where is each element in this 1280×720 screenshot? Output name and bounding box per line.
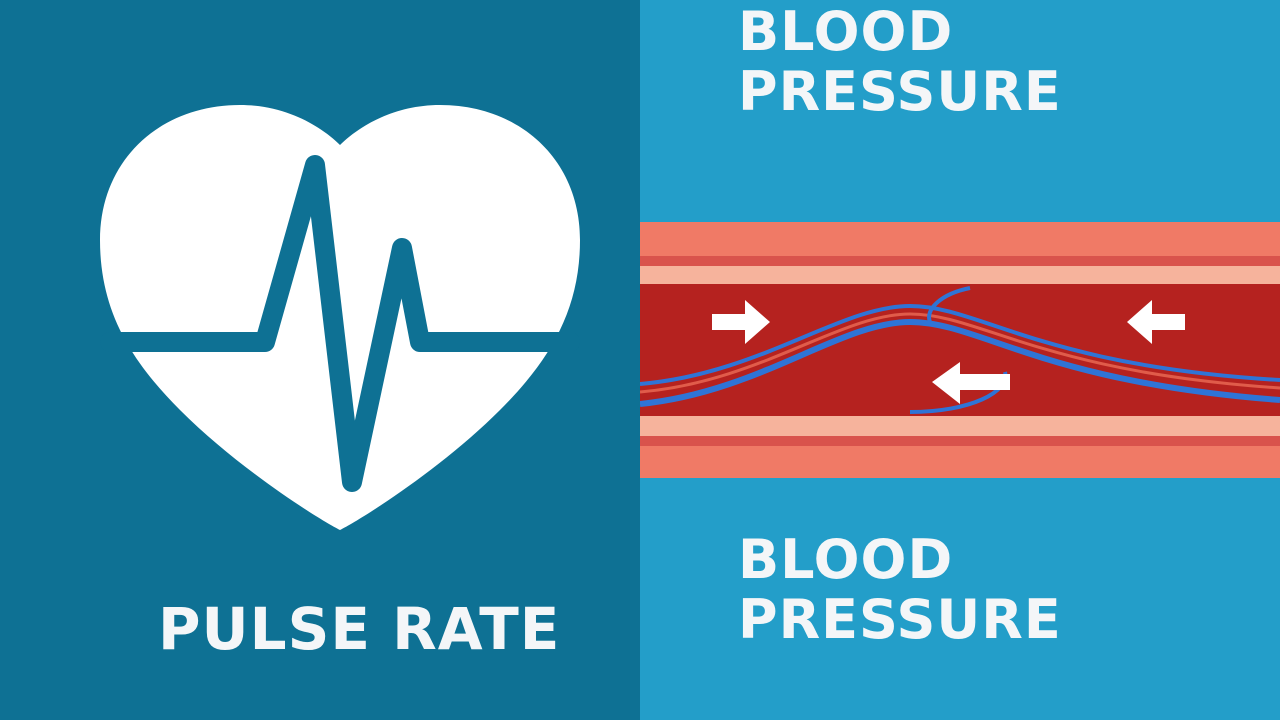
- blood-pressure-title-top: BLOOD PRESSURE: [738, 2, 1062, 122]
- title-line-2: PRESSURE: [738, 60, 1062, 123]
- title-line-2: PRESSURE: [738, 588, 1062, 651]
- pulse-rate-panel: PULSE RATE: [0, 0, 640, 720]
- pulse-rate-label: PULSE RATE: [158, 595, 561, 663]
- arrow-left-icon: [1127, 300, 1185, 344]
- arrow-left-icon: [932, 362, 1010, 404]
- blood-pressure-title-bottom: BLOOD PRESSURE: [738, 530, 1062, 650]
- title-line-1: BLOOD: [738, 528, 954, 591]
- title-line-1: BLOOD: [738, 0, 954, 63]
- heart-pulse-icon: [100, 105, 580, 530]
- arrow-right-icon: [712, 300, 770, 344]
- blood-vessel-illustration: [640, 222, 1280, 478]
